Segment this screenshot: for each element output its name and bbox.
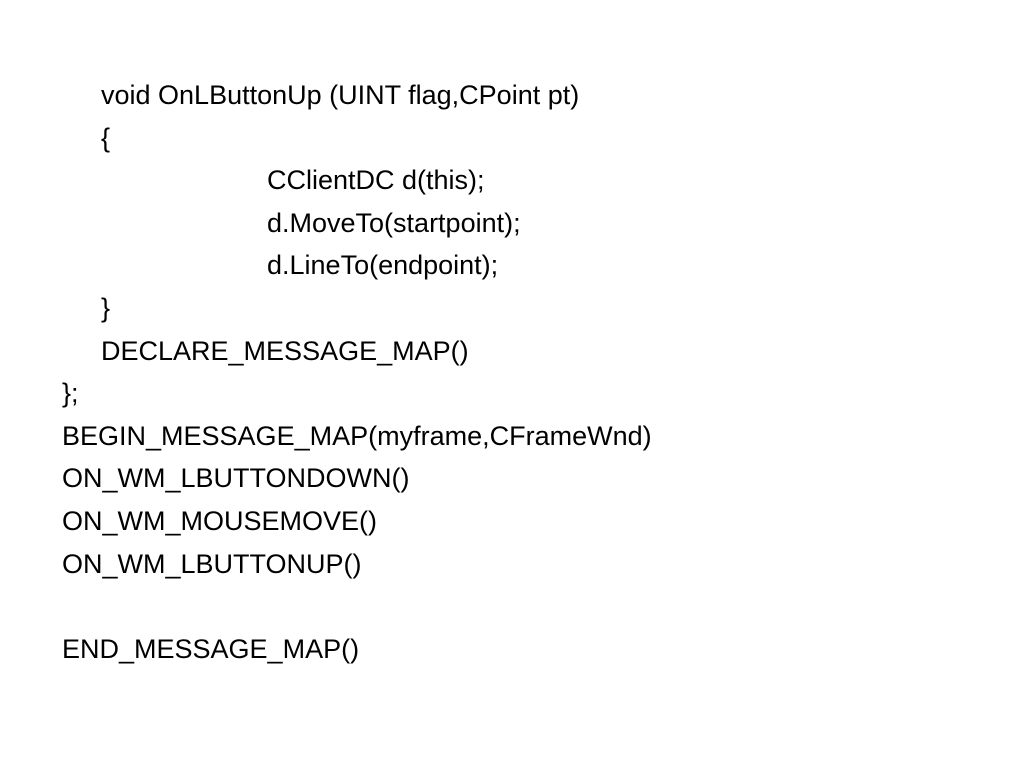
code-line-1: void OnLButtonUp (UINT flag,CPoint pt): [101, 80, 580, 110]
code-line-4: d.MoveTo(startpoint);: [267, 207, 521, 238]
code-line-6: }: [101, 292, 111, 323]
code-line-12: ON_WM_LBUTTONUP(): [62, 548, 362, 579]
code-line-8: };: [62, 378, 79, 409]
code-listing: void OnLButtonUp (UINT flag,CPoint pt) {…: [0, 74, 1024, 670]
code-line-11: ON_WM_MOUSEMOVE(): [62, 505, 378, 536]
code-line-5: d.LineTo(endpoint);: [267, 250, 499, 281]
code-line-3: CClientDC d(this);: [267, 165, 485, 196]
code-line-7: DECLARE_MESSAGE_MAP(): [101, 335, 469, 366]
code-line-10: ON_WM_LBUTTONDOWN(): [62, 463, 410, 494]
code-line-13: END_MESSAGE_MAP(): [62, 633, 360, 664]
code-line-9: BEGIN_MESSAGE_MAP(myframe,CFrameWnd): [62, 420, 652, 451]
blank-line: [0, 585, 1024, 628]
code-line-2: {: [101, 122, 111, 153]
